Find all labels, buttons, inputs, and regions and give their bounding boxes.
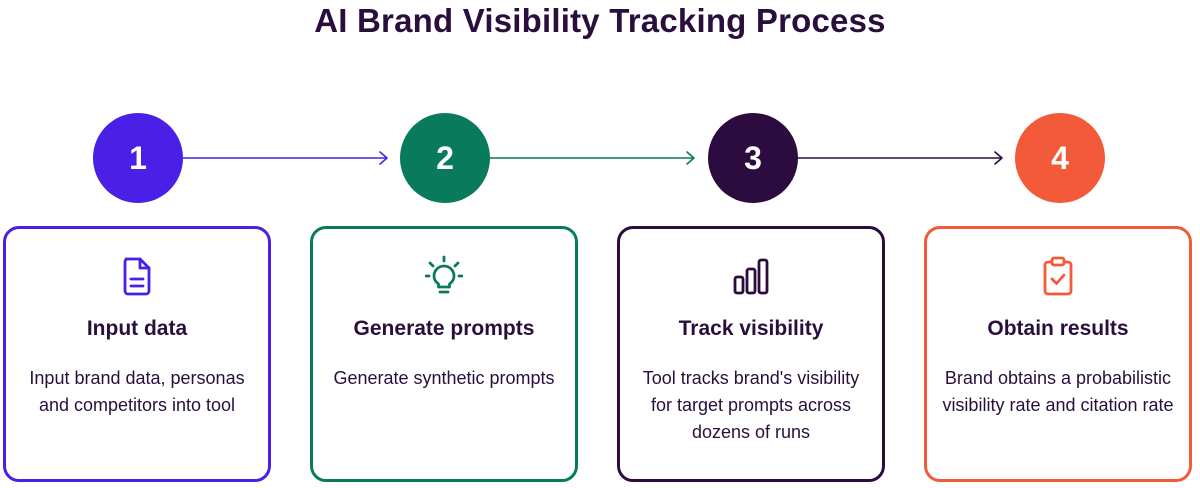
step-description: Tool tracks brand's visibility for targe… (642, 368, 860, 442)
step-2-to-3-arrow (490, 151, 695, 165)
step-number: 3 (744, 139, 762, 176)
step-1-to-2-arrow (183, 151, 388, 165)
step-heading: Obtain results (987, 317, 1129, 340)
step-card-generate-prompts: Generate prompts Generate synthetic prom… (310, 226, 578, 482)
step-heading: Generate prompts (353, 317, 535, 340)
clipboard-check-icon (1039, 255, 1077, 297)
step-number: 4 (1051, 139, 1069, 176)
step-heading: Track visibility (678, 317, 824, 340)
step-card-input-data: Input data Input brand data, personas an… (3, 226, 271, 482)
diagram-title: AI Brand Visibility Tracking Process (314, 2, 886, 39)
step-description: Brand obtains a probabilistic visibility… (942, 368, 1174, 415)
step-description: Input brand data, personas and competito… (29, 368, 245, 415)
step-2-number-circle: 2 (400, 113, 490, 203)
bar-chart-icon (732, 255, 770, 297)
step-1-number-circle: 1 (93, 113, 183, 203)
step-number: 2 (436, 139, 454, 176)
document-icon (118, 255, 156, 297)
step-4-number-circle: 4 (1015, 113, 1105, 203)
step-3-to-4-arrow (798, 151, 1003, 165)
step-heading: Input data (86, 317, 188, 340)
step-description: Generate synthetic prompts (333, 368, 555, 388)
step-number: 1 (129, 139, 147, 176)
step-card-track-visibility: Track visibility Tool tracks brand's vis… (617, 226, 885, 482)
step-3-number-circle: 3 (708, 113, 798, 203)
lightbulb-icon (425, 255, 463, 297)
step-card-obtain-results: Obtain results Brand obtains a probabili… (924, 226, 1192, 482)
